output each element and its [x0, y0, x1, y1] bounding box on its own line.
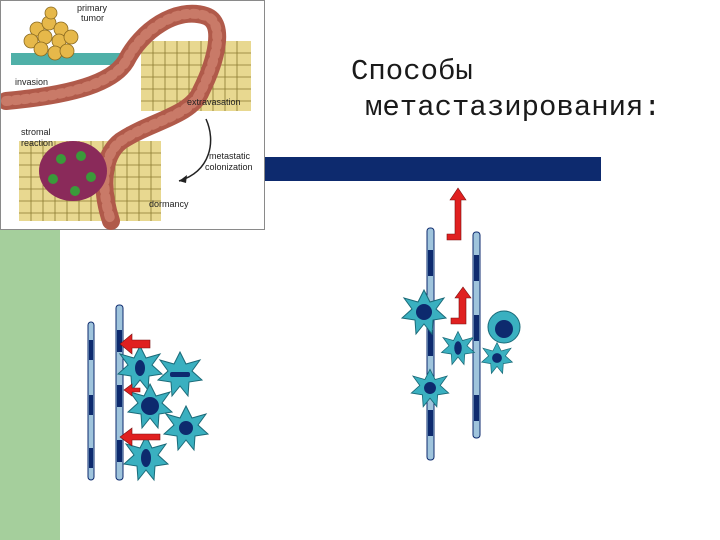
arrow-left-2 [123, 383, 141, 397]
left-vessel-wall-inner [115, 304, 124, 481]
left-red-arrows [119, 333, 161, 447]
tumor-cell-left-4 [163, 405, 209, 451]
tumor-cell-left-1 [117, 345, 163, 391]
arrow-left-3 [119, 427, 161, 447]
tumor-cell-left-5 [123, 435, 169, 481]
label-primary: primary [77, 3, 108, 13]
colonization-arrow [178, 118, 212, 182]
round-cell-right [487, 310, 521, 344]
left-vessel-walls [87, 304, 124, 481]
label-extravasation: extravasation [187, 97, 241, 107]
tumor-cell-left-3 [127, 383, 173, 429]
tumor-cell-right-2 [441, 331, 475, 365]
left-vessel-wall-outer [87, 321, 95, 481]
arrow-left-1 [119, 333, 151, 355]
label-invasion: invasion [15, 77, 48, 87]
label-reaction: reaction [21, 138, 53, 148]
label-tumor: tumor [81, 13, 104, 23]
label-dormancy: dormancy [149, 199, 189, 209]
title-line-1: Способы [351, 55, 473, 88]
title-line-2: метастазирования: [365, 91, 661, 124]
right-vessel-wall-inner [472, 231, 481, 439]
tumor-cell-left-2 [157, 351, 203, 397]
right-vessel-wall-outer [426, 227, 435, 461]
right-red-arrows [446, 187, 472, 325]
arrow-up-1 [446, 187, 467, 241]
metastasis-cascade-figure: primary tumor invasion extravasation str… [0, 0, 265, 230]
left-tumor-cells [117, 345, 209, 481]
label-stromal: stromal [21, 127, 51, 137]
label-colonization: colonization [205, 162, 253, 172]
right-tumor-cells [401, 289, 521, 408]
slide-title: Способы метастазирования: [343, 54, 673, 126]
right-vessel-walls [426, 227, 481, 461]
tumor-cell-right-4 [410, 368, 450, 408]
tumor-cell-right-3 [481, 342, 513, 374]
green-side-strip [0, 228, 60, 540]
epithelium-layer [11, 53, 121, 65]
metastatic-cluster [39, 141, 107, 201]
arrow-up-2 [450, 286, 472, 325]
tumor-cell-right-1 [401, 289, 447, 335]
primary-tumor-cluster [23, 6, 79, 61]
label-metastatic: metastatic [209, 151, 251, 161]
cascade-illustration: primary tumor invasion extravasation str… [1, 3, 253, 230]
title-underline-bar [262, 157, 601, 181]
